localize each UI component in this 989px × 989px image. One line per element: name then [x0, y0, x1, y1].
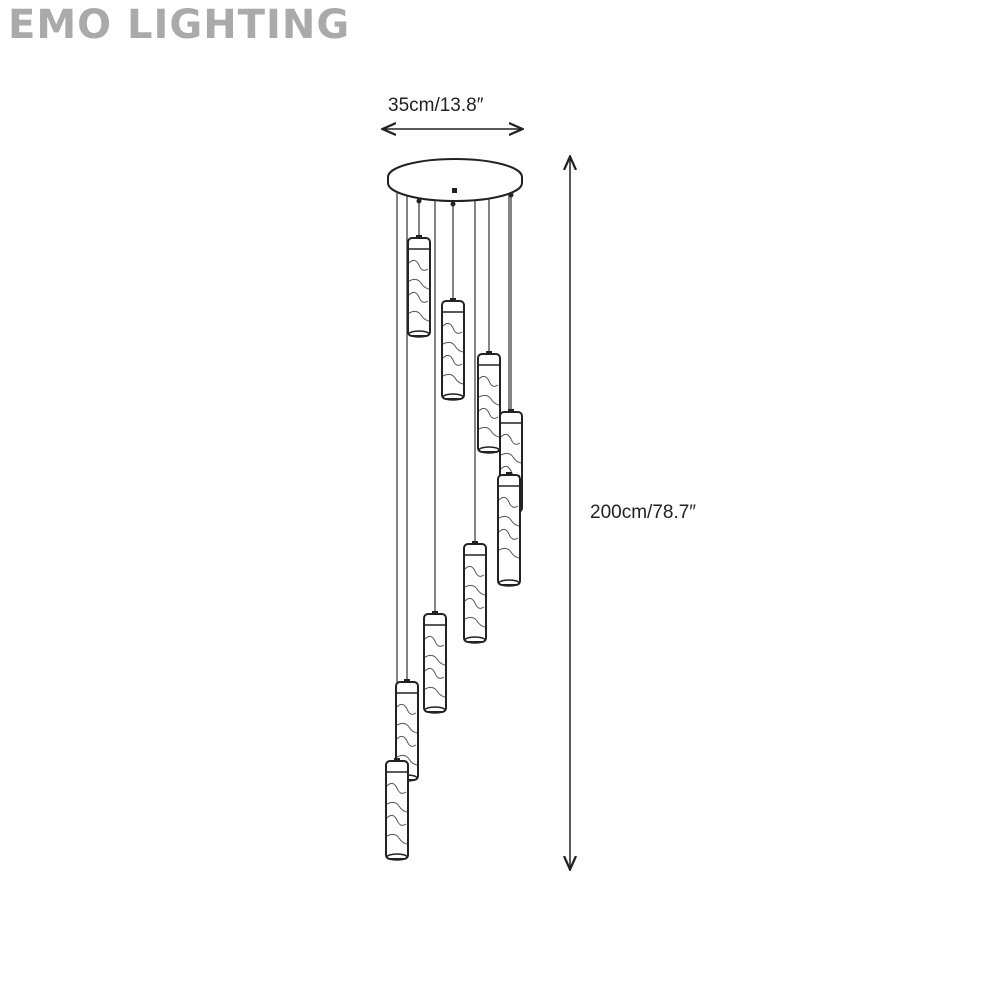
pendants: [385, 235, 523, 861]
pendant-light: [423, 611, 447, 714]
pendant-light: [385, 758, 409, 861]
pendant-light: [441, 298, 465, 401]
pendant-light: [477, 351, 501, 454]
pendant-light: [407, 235, 431, 338]
width-dimension-label: 35cm/13.8″: [388, 95, 484, 116]
pendant-light: [497, 472, 521, 587]
brand-logo: EMO LIGHTING: [8, 2, 351, 48]
pendant-light: [463, 541, 487, 644]
canopy: [387, 158, 523, 202]
height-dimension-label: 200cm/78.7″: [590, 502, 697, 523]
